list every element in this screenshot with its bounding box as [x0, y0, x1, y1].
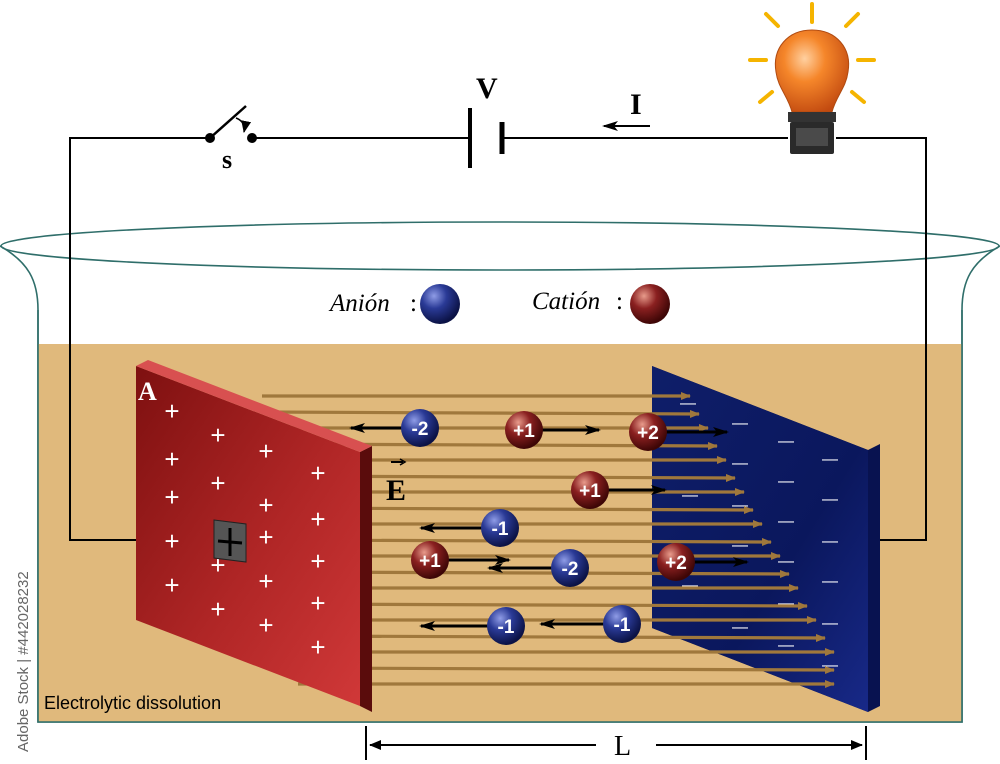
anode-plus-sign: + [258, 436, 273, 466]
legend-cation-colon: : [616, 288, 623, 315]
beaker-rim [0, 221, 1000, 271]
cation-ion: +1 [505, 411, 601, 449]
cation-ion: +2 [657, 543, 749, 581]
cathode-minus-sign: — [822, 533, 838, 550]
cathode-plate: ————————————————————— [652, 366, 880, 712]
ion-sphere [551, 549, 589, 587]
cathode-minus-sign: — [822, 615, 838, 632]
ion-charge-label: -1 [498, 617, 515, 638]
cathode-minus-sign: — [732, 537, 748, 554]
legend-cation-swatch [630, 284, 670, 324]
plus-terminal-icon [213, 519, 247, 563]
ion-sphere [411, 541, 449, 579]
cathode-minus-sign: — [778, 637, 794, 654]
ion-sphere [571, 471, 609, 509]
field-line [287, 601, 808, 610]
anode-plus-sign: + [164, 482, 179, 512]
anode-plus-sign: + [210, 420, 225, 450]
cathode-minus-sign: — [732, 619, 748, 636]
solution-label: Electrolytic dissolution [44, 693, 221, 713]
field-line [295, 665, 835, 674]
ion-charge-label: +1 [419, 551, 441, 572]
ion-sphere [657, 543, 695, 581]
cathode-minus-sign: — [822, 573, 838, 590]
cathode-minus-sign: — [778, 553, 794, 570]
cathode-minus-sign: — [778, 595, 794, 612]
anode-plus-signs: +++++++++++++++++++ [164, 396, 325, 662]
ion-charge-label: +2 [637, 423, 659, 444]
ion-charge-label: -1 [492, 519, 509, 540]
cathode-minus-sign: — [682, 577, 698, 594]
anode-plate: A +++++++++++++++++++ [136, 360, 372, 712]
cathode-minus-sign: — [822, 451, 838, 468]
field-symbol: E [386, 458, 407, 507]
ion-sphere [481, 509, 519, 547]
ion-sphere [505, 411, 543, 449]
cathode-minus-sign: — [778, 473, 794, 490]
light-bulb-icon [748, 2, 876, 154]
cathode-minus-sign: — [822, 491, 838, 508]
anion-ion: -2 [349, 409, 439, 447]
field-label: E [386, 474, 406, 507]
cathode-minus-sign: — [778, 513, 794, 530]
cathode-minus-sign: — [682, 487, 698, 504]
anion-ion: -2 [487, 549, 589, 587]
anode-plus-sign: + [258, 522, 273, 552]
cathode-minus-sign: — [732, 455, 748, 472]
anode-plus-sign: + [258, 610, 273, 640]
battery-icon: V [468, 72, 505, 168]
legend-cation-label: Catión [532, 288, 600, 315]
beaker-wall-front [37, 310, 963, 723]
switch-label: s [222, 145, 232, 174]
cathode-minus-signs: ————————————————————— [680, 395, 838, 674]
anode-plus-sign: + [164, 570, 179, 600]
legend-anion-label: Anión [328, 290, 390, 317]
anode-plus-sign: + [164, 444, 179, 474]
anode-plus-sign: + [310, 588, 325, 618]
anode-plus-sign: + [164, 396, 179, 426]
anode-plus-sign: + [210, 468, 225, 498]
ion-sphere [487, 607, 525, 645]
ion-sphere [629, 413, 667, 451]
ion-charge-label: +1 [513, 421, 535, 442]
voltage-label: V [476, 72, 498, 105]
anode-plus-sign: + [310, 458, 325, 488]
anion-ion: -1 [419, 509, 519, 547]
ions: -2 +1 +2 +1 -1 +1 -2 +2 -1 -1 [349, 409, 749, 645]
anode-plus-sign: + [258, 566, 273, 596]
field-line [291, 633, 826, 642]
cathode-minus-sign: — [732, 415, 748, 432]
anode-label: A [138, 377, 157, 406]
ion-charge-label: +1 [579, 481, 601, 502]
length-label: L [614, 731, 631, 762]
ion-charge-label: -1 [614, 615, 631, 636]
switch-icon: s [205, 105, 257, 174]
ion-sphere [603, 605, 641, 643]
cation-ion: +1 [411, 541, 511, 579]
anode-plus-sign: + [310, 546, 325, 576]
current-indicator: I [602, 88, 650, 131]
anode-plus-sign: + [258, 490, 273, 520]
ion-charge-label: -2 [412, 419, 429, 440]
cathode-minus-sign: — [778, 433, 794, 450]
legend: Anión : Catión : [328, 284, 670, 324]
anode-plus-sign: + [310, 632, 325, 662]
current-label: I [630, 88, 642, 121]
legend-anion-swatch [420, 284, 460, 324]
ion-charge-label: +2 [665, 553, 687, 574]
length-dimension: L [365, 726, 867, 762]
anion-ion: -1 [419, 607, 525, 645]
anion-ion: -1 [539, 605, 641, 643]
anode-plus-sign: + [164, 526, 179, 556]
field-line [263, 409, 700, 418]
anode-plus-sign: + [310, 504, 325, 534]
ion-sphere [401, 409, 439, 447]
cation-ion: +1 [571, 471, 667, 509]
cation-ion: +2 [629, 413, 729, 451]
legend-anion-colon: : [410, 290, 417, 317]
ion-charge-label: -2 [562, 559, 579, 580]
stock-watermark: Adobe Stock | #442028232 [15, 571, 32, 752]
anode-plus-sign: + [210, 594, 225, 624]
